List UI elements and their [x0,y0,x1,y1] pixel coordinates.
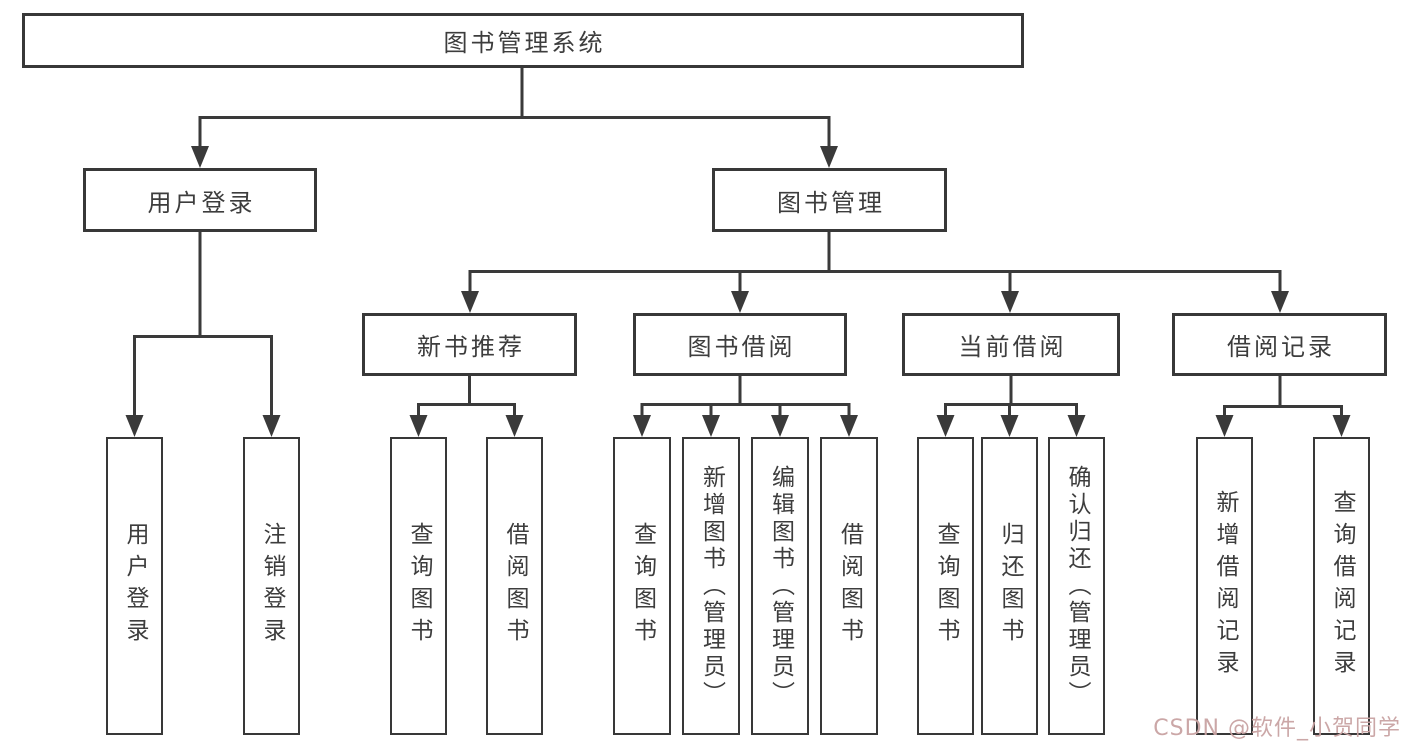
connector-line [133,232,273,428]
connector-user-login-children [125,232,281,437]
leaf-add-book-admin-label: 新增图书（管理员） [698,464,725,708]
leaf-borrow-books-label: 借阅图书 [836,522,863,650]
leaf-user-login: 用户登录 [106,437,163,735]
leaf-logout: 注销登录 [243,437,300,735]
connector-line [640,376,851,428]
arrow-down-icon [409,415,524,437]
leaf-query-books-borrow: 查询图书 [613,437,671,735]
leaf-query-books-recommend: 查询图书 [390,437,447,735]
node-root: 图书管理系统 [22,13,1024,68]
connector-book-mgmt-children [461,232,1289,313]
leaf-logout-label: 注销登录 [259,522,285,650]
connector-new-books-children [409,376,524,437]
leaf-borrow-books-recommend-label: 借阅图书 [502,522,528,650]
leaf-add-borrow-record: 新增借阅记录 [1196,437,1253,735]
leaf-add-book-admin: 新增图书（管理员） [682,437,740,735]
leaf-return-books-label: 归还图书 [997,522,1023,650]
node-current-borrow: 当前借阅 [902,313,1120,376]
leaf-query-books-current-label: 查询图书 [933,522,959,650]
leaf-query-books-current: 查询图书 [917,437,974,735]
leaf-edit-book-admin: 编辑图书（管理员） [751,437,809,735]
arrow-down-icon [936,415,1086,437]
node-book-management-label: 图书管理 [777,188,885,217]
leaf-add-borrow-record-label: 新增借阅记录 [1212,490,1238,682]
node-current-borrow-label: 当前借阅 [958,333,1067,361]
connector-root-to-level2 [191,68,838,168]
connector-borrow-records-children [1215,376,1351,437]
leaf-query-books-recommend-label: 查询图书 [406,522,432,650]
connector-book-borrow-children [633,376,858,437]
node-new-book-recommend-label: 新书推荐 [417,333,525,361]
node-user-login: 用户登录 [83,168,317,232]
leaf-borrow-books-recommend: 借阅图书 [486,437,543,735]
node-user-login-label: 用户登录 [147,188,256,217]
node-book-management: 图书管理 [712,168,947,232]
leaf-confirm-return-admin-label: 确认归还（管理员） [1064,464,1090,708]
leaf-edit-book-admin-label: 编辑图书（管理员） [767,464,794,708]
node-borrow-records: 借阅记录 [1172,313,1387,376]
connector-current-borrow-children [936,376,1086,437]
connector-line [417,376,516,428]
leaf-query-borrow-record: 查询借阅记录 [1313,437,1370,735]
node-root-label: 图书管理系统 [443,29,606,57]
leaf-confirm-return-admin: 确认归还（管理员） [1048,437,1105,735]
leaf-query-borrow-record-label: 查询借阅记录 [1329,490,1355,682]
node-new-book-recommend: 新书推荐 [362,313,577,376]
leaf-borrow-books: 借阅图书 [820,437,878,735]
connector-line [468,232,1282,305]
connector-line [198,68,831,160]
arrow-down-icon [633,415,858,437]
arrow-down-icon [125,415,281,437]
connector-line [1223,376,1343,428]
leaf-user-login-label: 用户登录 [122,522,148,650]
node-book-borrow: 图书借阅 [633,313,847,376]
leaf-query-books-borrow-label: 查询图书 [629,522,656,650]
leaf-return-books: 归还图书 [981,437,1038,735]
node-borrow-records-label: 借阅记录 [1227,333,1335,361]
arrow-down-icon [1215,415,1351,437]
arrow-down-icon [461,291,1289,313]
csdn-watermark: CSDN @软件_小贺同学 [1153,716,1401,741]
node-book-borrow-label: 图书借阅 [687,333,796,361]
arrow-down-icon [191,146,838,168]
